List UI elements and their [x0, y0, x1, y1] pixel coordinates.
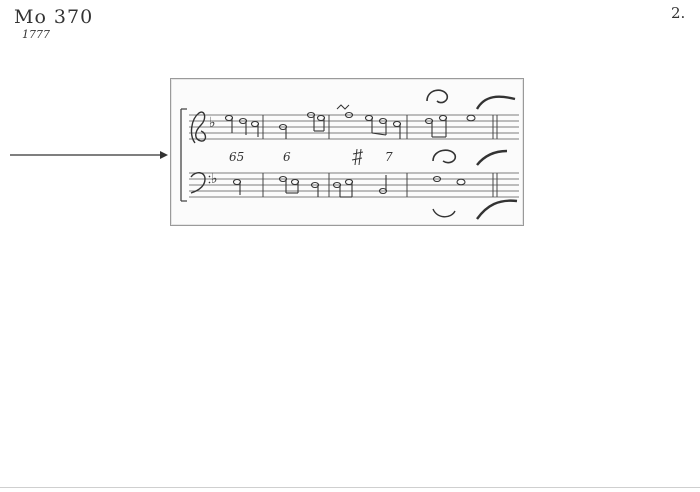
bass-end-slur-icon — [476, 199, 518, 220]
bass-slur-icon — [476, 149, 508, 166]
sharp-icon — [351, 148, 364, 166]
ornament-icon — [336, 104, 350, 110]
fermata-icon — [426, 89, 449, 104]
bass-notes — [232, 175, 466, 198]
treble-staff — [189, 114, 519, 140]
bass-fermata-icon — [432, 149, 457, 164]
bass-fermata-below-icon — [432, 208, 456, 218]
treble-clef-icon — [190, 111, 207, 144]
treble-notes — [224, 111, 476, 139]
figure-3: 7 — [385, 150, 393, 164]
figure-2: 6 — [283, 150, 291, 164]
bass-clef-icon — [190, 172, 211, 194]
treble-flat-icon: ♭ — [209, 115, 216, 131]
music-score: ♭ ♭ — [180, 89, 519, 220]
catalog-number: Mo 370 — [14, 6, 94, 28]
music-incipit-card: ♭ ♭ — [170, 78, 524, 226]
pointer-arrow-icon — [10, 151, 168, 159]
figure-1: 65 — [229, 150, 244, 164]
year-label: 1777 — [22, 28, 50, 41]
slur-icon — [475, 95, 516, 110]
barlines — [262, 115, 498, 197]
bass-staff — [189, 172, 519, 198]
system-brace — [180, 108, 187, 202]
bass-flat-icon: ♭ — [211, 171, 218, 187]
page-bottom-edge — [0, 487, 700, 488]
figured-bass: 65 6 7 — [229, 150, 393, 164]
page-number: 2. — [671, 4, 686, 22]
